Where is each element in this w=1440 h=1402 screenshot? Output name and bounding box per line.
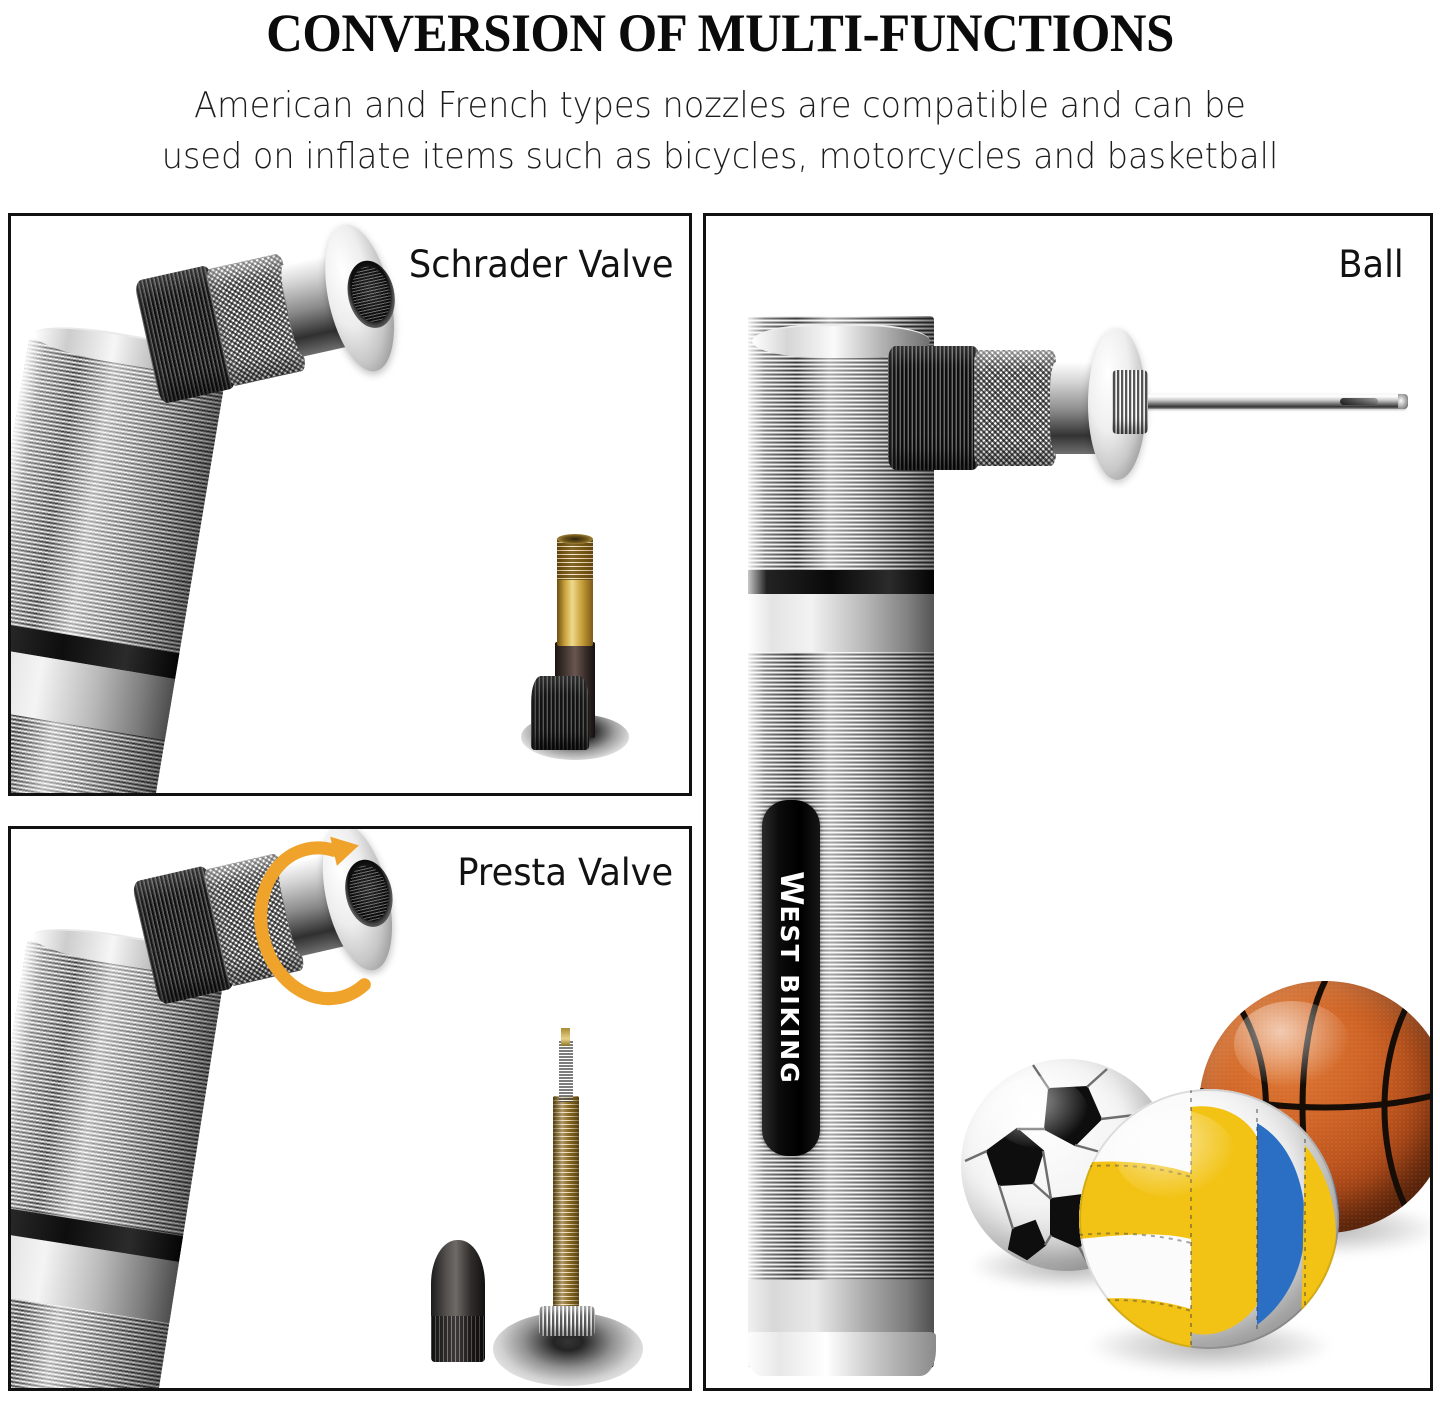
panel-schrader-valve: Schrader Valve [8, 213, 692, 796]
needle-tip [1398, 394, 1408, 409]
pump-head-assembly [888, 318, 1408, 488]
subtitle-line-2: used on inflate items such as bicycles, … [161, 136, 1279, 178]
panel-ball: Ball WEST BIKING [703, 213, 1433, 1391]
valve-brass-opening [557, 534, 593, 544]
valve-core-tip [561, 1028, 570, 1046]
brand-logo-plate: WEST BIKING [762, 800, 820, 1156]
header: CONVERSION OF MULTI-FUNCTIONS American a… [0, 0, 1440, 200]
brand-logo-w: W [773, 871, 809, 906]
rotation-arrow-icon [254, 836, 371, 1006]
pump-head-assembly [129, 829, 455, 1019]
brand-logo-text: WEST BIKING [773, 871, 809, 1085]
panel-presta-valve: Presta Valve [8, 826, 692, 1391]
brand-logo-rest: EST BIKING [775, 905, 804, 1085]
pump-black-band [748, 570, 934, 594]
subtitle-line-1: American and French types nozzles are co… [194, 85, 1246, 126]
valve-brass-thread [557, 538, 593, 580]
needle-collar [1112, 370, 1148, 434]
pump-lower-smooth-band [748, 1280, 934, 1338]
pump-base-foot [746, 1332, 936, 1376]
valve-brass-shading [553, 1096, 579, 1314]
volleyball-icon [1079, 1089, 1339, 1349]
bicycle-pump-icon: WEST BIKING [740, 274, 1408, 1376]
panel-label-presta: Presta Valve [457, 851, 673, 894]
schrader-valve-stem-icon [521, 526, 629, 766]
needle-air-slot [1340, 398, 1378, 405]
valve-dust-cap-icon [531, 676, 589, 750]
panel-label-ball: Ball [1338, 243, 1404, 286]
page-title: CONVERSION OF MULTI-FUNCTIONS [266, 3, 1174, 63]
pump-head-diamond-knurl [974, 350, 1056, 466]
valve-core-stem [559, 1040, 573, 1102]
sports-balls-group [961, 971, 1430, 1381]
pump-head-black-knurl [888, 346, 980, 470]
pump-smooth-band [748, 594, 934, 652]
page-subtitle: American and French types nozzles are co… [50, 80, 1389, 182]
bicycle-pump-icon [11, 217, 407, 793]
valve-lock-nut [539, 1306, 595, 1336]
bicycle-pump-icon [11, 829, 405, 1388]
ball-inflation-needle-icon [1142, 394, 1406, 409]
volleyball-panels [1079, 1089, 1339, 1349]
valve-cap-ribs [431, 1316, 485, 1362]
presta-valve-stem-icon [431, 1024, 643, 1388]
panel-label-schrader: Schrader Valve [408, 243, 673, 286]
valve-dust-cap-icon [431, 1240, 485, 1362]
